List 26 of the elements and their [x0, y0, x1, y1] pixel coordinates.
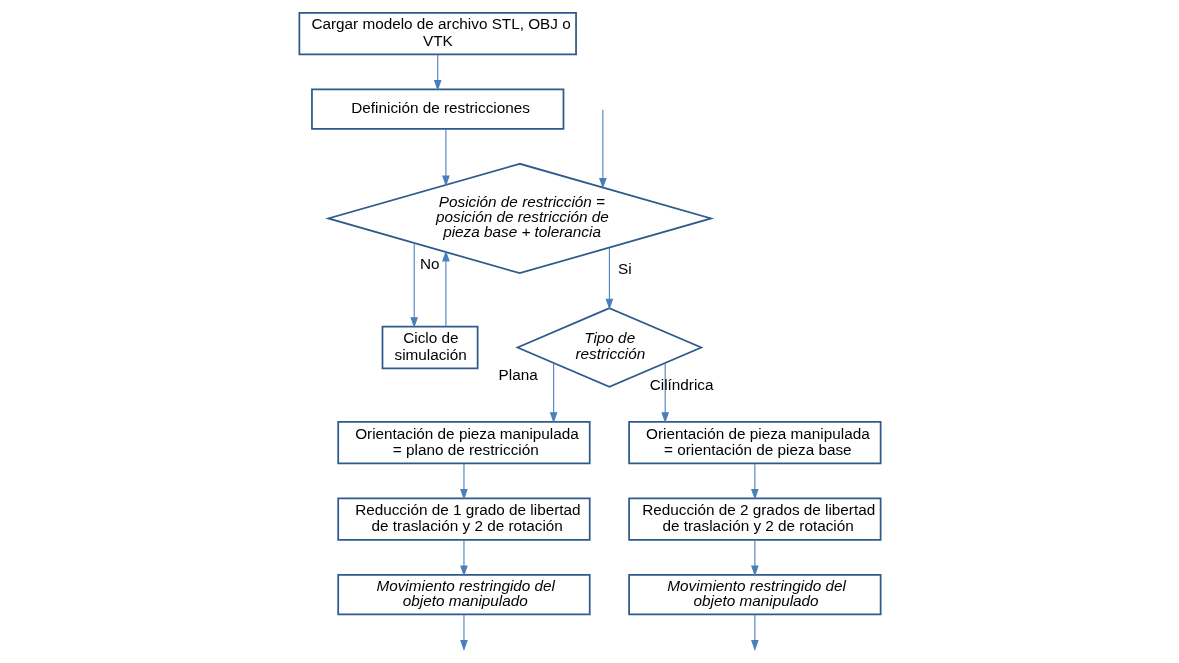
arrow [750, 463, 759, 500]
edge-label: No [419, 255, 440, 273]
node-box: Movimiento restringido del objeto manipulado [336, 574, 591, 616]
edge-label: Plana [498, 366, 538, 384]
node-box: Orientación de pieza manipulada = plano de restricción [336, 421, 591, 465]
arrow [459, 614, 468, 651]
node-box: Movimiento restringido del objeto manipulado [627, 574, 881, 616]
node-box: Cargar modelo de archivo STL, OBJ o VTK [298, 12, 577, 56]
arrow [605, 247, 613, 310]
node-box: Ciclo de simulación [381, 325, 478, 370]
node-box: Orientación de pieza manipulada = orientación de pieza base [627, 421, 881, 465]
edge-label: Si [617, 260, 632, 278]
arrow [409, 242, 418, 329]
node-box: Definición de restricciones [310, 88, 564, 130]
arrow [459, 463, 468, 500]
arrow [750, 539, 759, 577]
node-box: Reducción de 1 grado de libertad de traslación y 2 de rotación [336, 497, 591, 541]
node-box: Reducción de 2 grados de libertad de traslación y 2 de rotación [627, 497, 881, 541]
arrow [433, 54, 442, 91]
arrow [750, 614, 759, 651]
arrow [441, 250, 450, 328]
arrow [459, 539, 468, 577]
arrow [549, 362, 557, 424]
arrow [441, 128, 450, 187]
arrow [598, 109, 607, 190]
edge-label: Cilíndrica [649, 375, 713, 393]
